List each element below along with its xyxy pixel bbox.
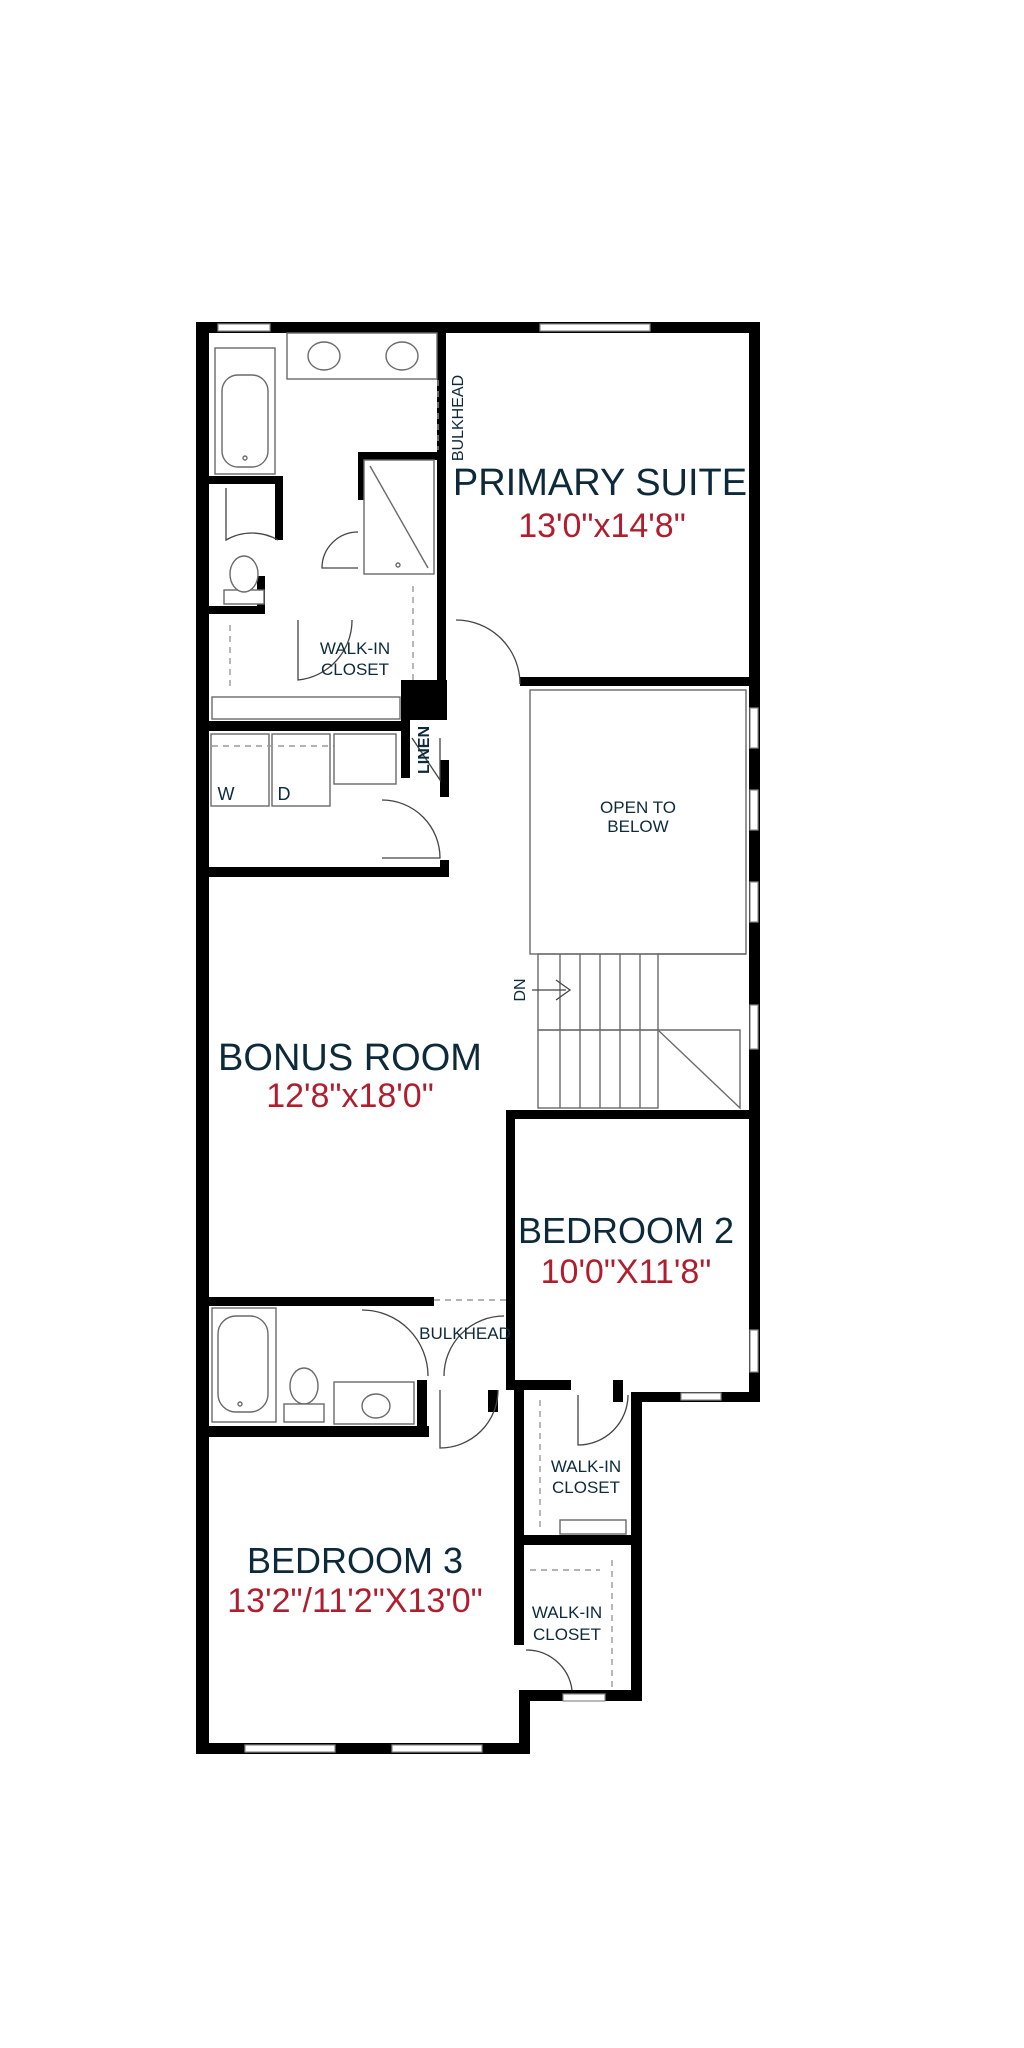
bedroom-2-size: 10'0"X11'8" [541,1253,712,1291]
open-to-below-line-2: BELOW [607,817,668,836]
open-to-below-and-stairs [529,689,747,1110]
bulkhead-lower-label: BULKHEAD [419,1324,511,1343]
closet-shelving [211,380,439,720]
bedroom-2-closet [539,1394,629,1535]
bonus-room-size: 12'8"x18'0" [266,1077,434,1115]
laundry [210,733,441,859]
stair-arrow [532,979,572,1001]
linen-label: LINEN [416,726,433,774]
walk-in-closet-primary-line-2: CLOSET [321,660,389,679]
ensuite-fixtures [214,332,521,685]
lower-bath [211,1299,506,1449]
bedroom-3-size: 13'2"/11'2"X13'0" [227,1582,482,1620]
bedroom-3-closet [525,1560,613,1691]
windows [217,323,759,1753]
dryer-label: D [278,784,291,804]
washer-label: W [218,784,235,804]
bedroom-3-name: BEDROOM 3 [247,1540,463,1581]
stair-down-label: DN [512,978,529,1001]
stair-treads [559,954,641,1108]
small-labels: WALK-IN CLOSET OPEN TO BELOW WALK-IN CLO… [218,375,676,1644]
walk-in-closet-bed3-line-1: WALK-IN [532,1603,602,1622]
bulkhead-upper-label: BULKHEAD [450,375,467,461]
walk-in-closet-bed2-line-1: WALK-IN [551,1457,621,1476]
bedroom-2-name: BEDROOM 2 [518,1210,734,1251]
walk-in-closet-primary-line-1: WALK-IN [320,639,390,658]
walk-in-closet-bed2-line-2: CLOSET [552,1478,620,1497]
room-labels: PRIMARY SUITE 13'0"x14'8" BONUS ROOM 12'… [218,462,747,1620]
open-to-below-line-1: OPEN TO [600,798,676,817]
interior-walls [209,333,760,1645]
primary-suite-name: PRIMARY SUITE [453,462,747,504]
walk-in-closet-bed3-line-2: CLOSET [533,1625,601,1644]
bonus-room-name: BONUS ROOM [218,1037,482,1079]
primary-suite-size: 13'0"x14'8" [518,507,686,545]
